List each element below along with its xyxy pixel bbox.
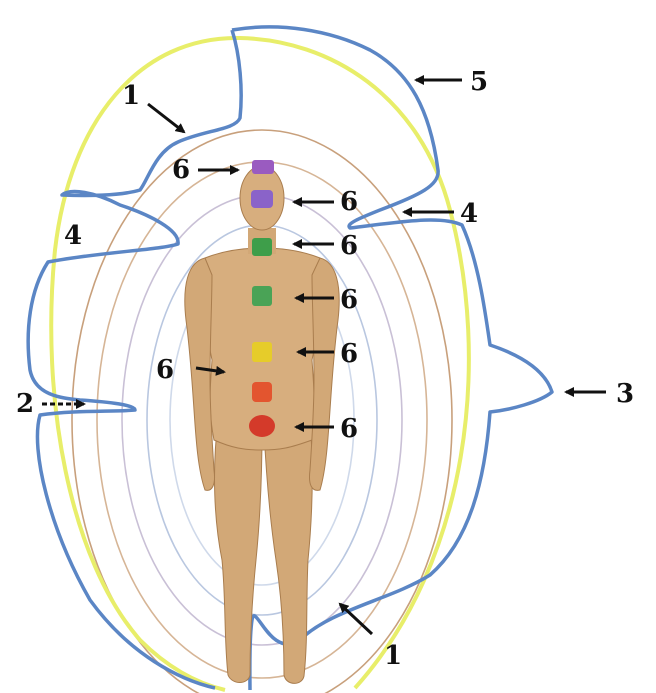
chakras — [249, 160, 275, 437]
chakra-brow — [251, 190, 273, 208]
left-arm — [185, 258, 215, 490]
label-6-side: 6 — [156, 355, 174, 385]
label-6-throat: 6 — [340, 231, 358, 261]
chakra-root — [249, 415, 275, 437]
chakra-crown — [252, 160, 274, 174]
label-4-left: 4 — [64, 221, 82, 251]
label-1-top: 1 — [122, 81, 140, 111]
chakra-heart — [252, 286, 272, 306]
label-6-chest: 6 — [340, 285, 358, 315]
chakra-solar — [252, 342, 272, 362]
label-4-right: 4 — [460, 199, 478, 229]
label-3: 3 — [616, 379, 634, 409]
arrow-1-top — [148, 104, 184, 132]
chakra-sacral — [252, 382, 272, 402]
label-6-groin: 6 — [340, 414, 358, 444]
label-6-head: 6 — [172, 155, 190, 185]
label-6-brow: 6 — [340, 187, 358, 217]
label-2: 2 — [16, 389, 34, 419]
label-5: 5 — [470, 67, 488, 97]
right-arm — [309, 258, 339, 490]
chakra-throat — [252, 238, 272, 256]
label-6-belly: 6 — [340, 339, 358, 369]
label-1-bottom: 1 — [384, 641, 402, 671]
left-leg — [215, 420, 262, 683]
